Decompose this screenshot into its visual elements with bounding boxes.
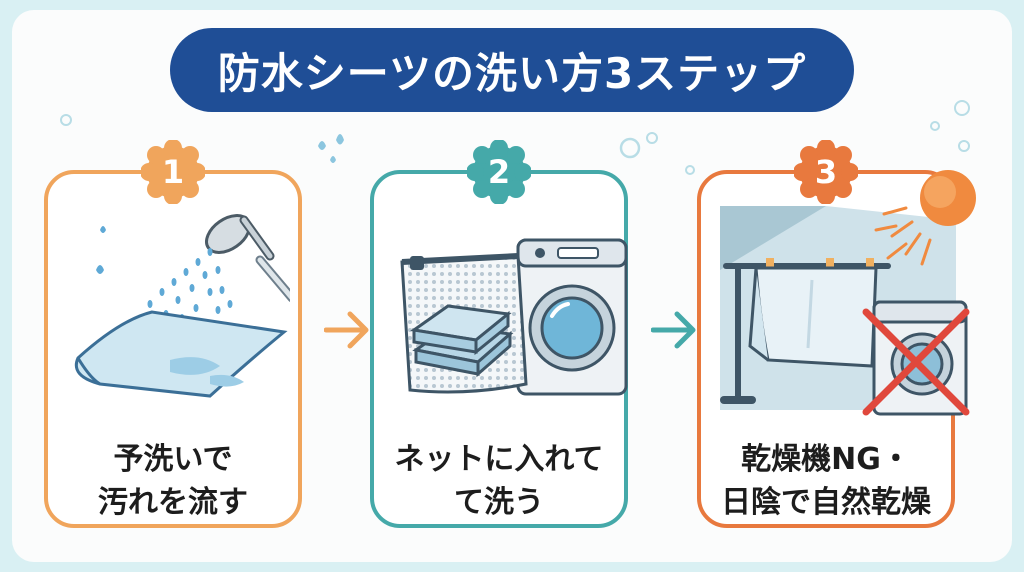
step-3-caption-line2: 日陰で自然乾燥 bbox=[721, 485, 931, 520]
step-2-caption: ネットに入れて て洗う bbox=[370, 438, 628, 524]
drying-rack-icon bbox=[720, 258, 891, 404]
waterproof-sheet-icon bbox=[74, 310, 288, 398]
step-2-badge: 2 bbox=[467, 140, 531, 204]
shower-head-icon bbox=[205, 214, 290, 303]
step-2-number: 2 bbox=[487, 153, 511, 191]
title-banner: 防水シーツの洗い方3ステップ bbox=[170, 28, 854, 112]
step-1-caption: 予洗いで 汚れを流す bbox=[44, 438, 302, 524]
badge-flower-shape bbox=[467, 140, 531, 204]
step-1-caption-line1: 予洗いで bbox=[113, 442, 233, 477]
folded-sheet-icon bbox=[410, 304, 514, 378]
step-3-caption: 乾燥機NG・ 日陰で自然乾燥 bbox=[697, 438, 955, 524]
step-2-caption-line2: て洗う bbox=[454, 485, 544, 520]
step-arrow-2-to-3 bbox=[651, 311, 696, 349]
step-arrow-1-to-2 bbox=[324, 311, 369, 349]
step-3-badge: 3 bbox=[794, 140, 858, 204]
badge-flower-shape bbox=[794, 140, 858, 204]
step-1-caption-line2: 汚れを流す bbox=[98, 485, 248, 520]
step-3-illustration bbox=[720, 170, 976, 416]
badge-flower-shape bbox=[141, 140, 205, 204]
step-1-illustration bbox=[74, 214, 290, 398]
step-3-number: 3 bbox=[814, 153, 838, 191]
dryer-prohibited-icon bbox=[862, 300, 970, 416]
sun-icon bbox=[874, 170, 976, 266]
step-3-caption-line1: 乾燥機NG・ bbox=[741, 442, 911, 477]
page-title: 防水シーツの洗い方3ステップ bbox=[217, 48, 807, 98]
hanging-sheet-icon bbox=[748, 266, 878, 368]
step-1-badge: 1 bbox=[141, 140, 205, 204]
step-2-illustration bbox=[400, 238, 628, 396]
washing-machine-icon bbox=[516, 238, 628, 396]
step-2-caption-line1: ネットに入れて bbox=[394, 442, 604, 477]
step-1-number: 1 bbox=[161, 153, 185, 191]
